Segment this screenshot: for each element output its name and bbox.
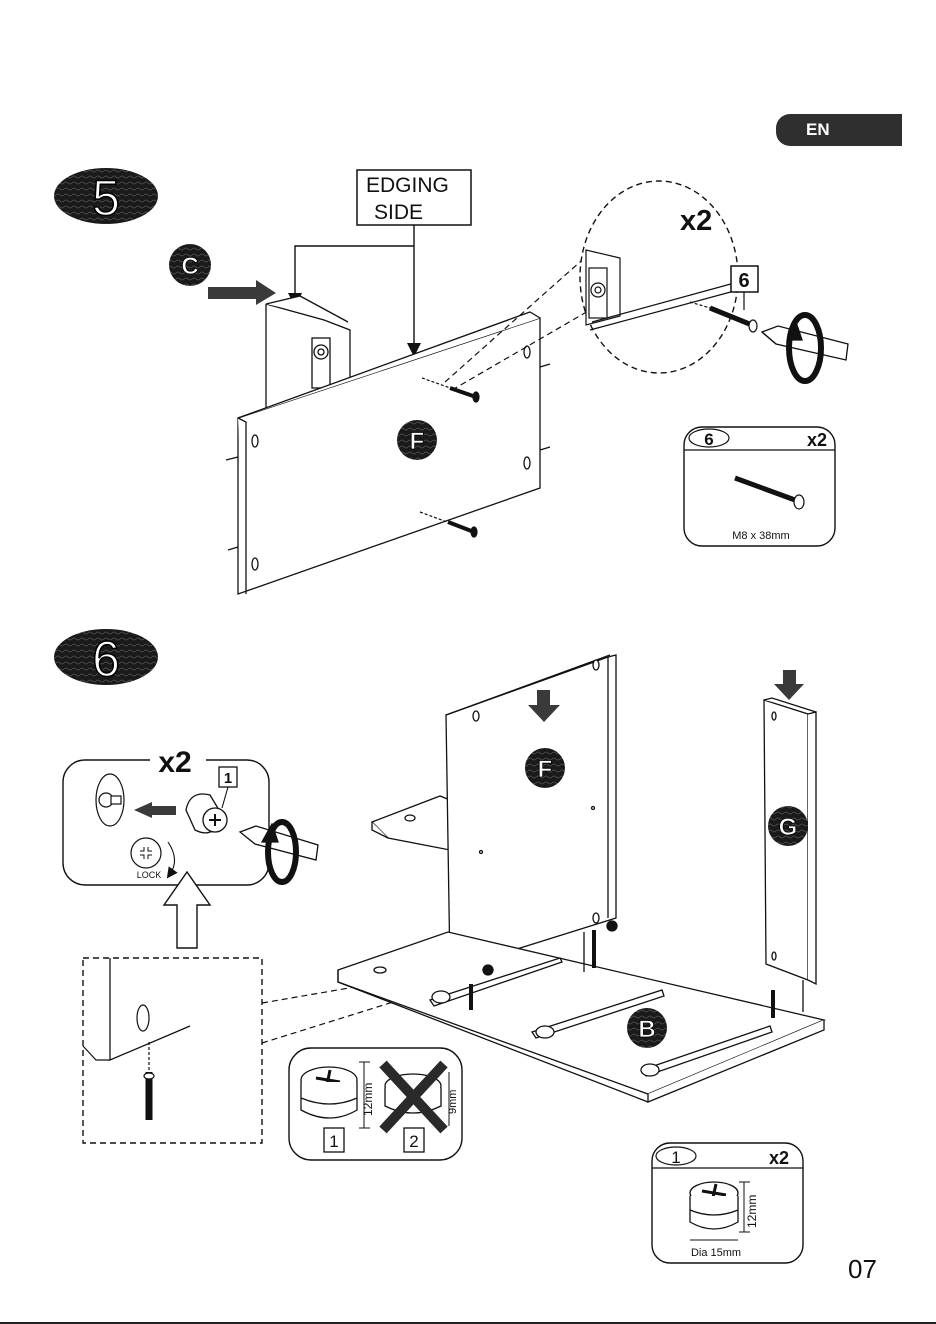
step5-quantity: x2 xyxy=(680,205,712,237)
page-number: 07 xyxy=(848,1254,877,1285)
arrow-right-icon xyxy=(208,280,276,305)
part-tag-6: 6 xyxy=(731,266,758,310)
panel-c-label: C xyxy=(181,253,198,280)
arrow-down-icon xyxy=(774,670,804,700)
shelf-panel xyxy=(372,796,450,850)
panel-f-badge: F xyxy=(525,748,565,788)
panel-b-badge: B xyxy=(627,1008,667,1048)
edging-label-line2: SIDE xyxy=(374,201,423,224)
hole-detail-box xyxy=(83,958,262,1143)
step6-badge: 6 xyxy=(54,629,158,687)
step5-badge: 5 xyxy=(54,168,158,226)
step5: 5 EDGING SIDE C xyxy=(54,168,848,594)
part-box-1-dia: Dia 15mm xyxy=(691,1247,741,1259)
panel-f xyxy=(226,312,550,594)
detail-circle: x2 xyxy=(580,181,738,373)
step6-number: 6 xyxy=(92,631,120,687)
panel-f-upright xyxy=(446,655,616,970)
part-box-1-number: 1 xyxy=(671,1148,680,1167)
step6-panel-f-label: F xyxy=(538,756,553,783)
cam-lock-icon xyxy=(690,1182,738,1229)
step6-part-box: 1 x2 12mm Dia 15mm xyxy=(652,1143,803,1263)
cam-orientation-inset: 12mm 9mm 1 2 xyxy=(289,1048,462,1160)
part-tag-6-label: 6 xyxy=(738,270,749,292)
panel-c-badge: C xyxy=(169,244,211,286)
inset-quantity: x2 xyxy=(158,746,191,779)
step5-number: 5 xyxy=(92,170,120,226)
part-box-6-qty: x2 xyxy=(807,430,827,450)
panel-f-badge: F xyxy=(397,420,437,460)
part-box-1-qty: x2 xyxy=(769,1148,789,1168)
lock-label: LOCK xyxy=(137,870,162,880)
good-label: 1 xyxy=(329,1132,338,1151)
edging-side-label: EDGING SIDE xyxy=(357,170,471,225)
panel-f-label: F xyxy=(410,428,425,455)
cam-lock-inset: x2 1 xyxy=(63,746,318,885)
good-dim-label: 12mm xyxy=(361,1083,375,1116)
step5-part-box: 6 x2 M8 x 38mm xyxy=(684,427,835,546)
part-box-6-spec: M8 x 38mm xyxy=(732,530,789,542)
edging-label-line1: EDGING xyxy=(366,174,449,197)
step6: 6 x2 1 xyxy=(54,629,824,1263)
screwdriver-icon xyxy=(762,315,848,381)
part-box-1-dim: 12mm xyxy=(745,1195,759,1228)
part-box-6-number: 6 xyxy=(704,430,713,449)
inset-part-number: 1 xyxy=(224,770,232,787)
panel-g-badge: G xyxy=(768,806,808,846)
panel-b-label: B xyxy=(638,1016,655,1043)
bad-label: 2 xyxy=(409,1132,418,1151)
cam-lock-icon xyxy=(301,1067,357,1118)
panel-g-label: G xyxy=(779,814,798,841)
bad-dim-label: 9mm xyxy=(447,1090,459,1114)
